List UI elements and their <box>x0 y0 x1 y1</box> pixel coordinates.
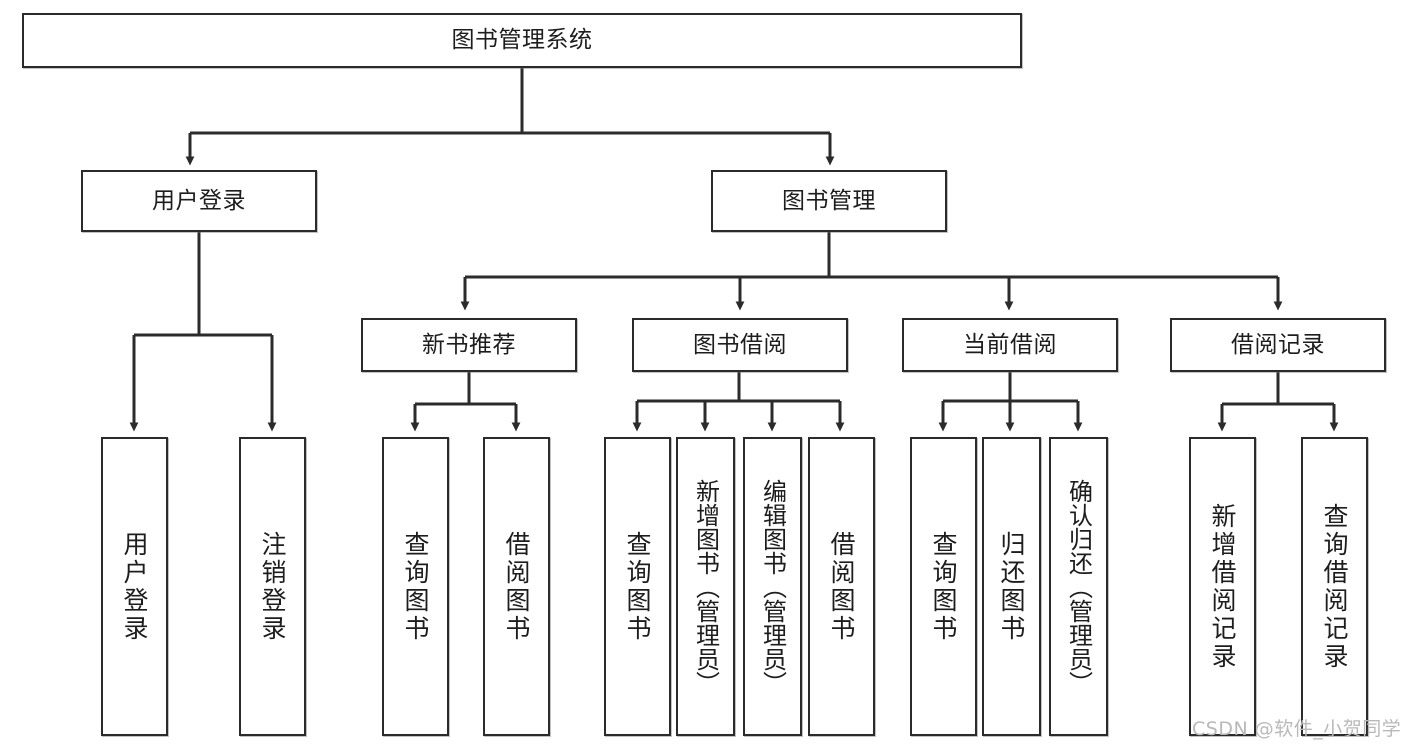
node-label: 归还图书 <box>997 530 1026 643</box>
node-root-system[interactable]: 图书管理系统 <box>22 13 1022 68</box>
leaf-borrow-book[interactable]: 借阅图书 <box>808 437 875 736</box>
node-label: 确认归还（管理员） <box>1064 478 1093 695</box>
node-label: 查询图书 <box>929 530 958 643</box>
node-user-login[interactable]: 用户登录 <box>81 170 317 232</box>
node-label: 编辑图书（管理员） <box>758 478 787 695</box>
leaf-query-borrow-record[interactable]: 查询借阅记录 <box>1301 437 1368 736</box>
node-label: 查询借阅记录 <box>1320 502 1349 671</box>
node-label: 借阅图书 <box>827 530 856 643</box>
node-label: 新增图书（管理员） <box>691 478 720 695</box>
leaf-add-borrow-record[interactable]: 新增借阅记录 <box>1189 437 1256 736</box>
leaf-confirm-return-admin[interactable]: 确认归还（管理员） <box>1049 437 1108 736</box>
node-label: 图书管理系统 <box>451 27 593 54</box>
leaf-logout[interactable]: 注销登录 <box>239 437 306 736</box>
csdn-watermark: CSDN @软件_小贺同学 <box>1192 718 1402 740</box>
node-label: 借阅记录 <box>1231 331 1325 358</box>
node-label: 查询图书 <box>401 530 430 643</box>
leaf-edit-book-admin[interactable]: 编辑图书（管理员） <box>743 437 802 736</box>
leaf-query-book-current[interactable]: 查询图书 <box>910 437 977 736</box>
node-label: 查询图书 <box>623 530 652 643</box>
node-label: 注销登录 <box>258 530 287 643</box>
node-label: 图书管理 <box>782 187 876 214</box>
leaf-add-book-admin[interactable]: 新增图书（管理员） <box>676 437 735 736</box>
node-book-borrow[interactable]: 图书借阅 <box>632 318 848 372</box>
node-borrow-records[interactable]: 借阅记录 <box>1170 318 1386 372</box>
leaf-query-book-newbook[interactable]: 查询图书 <box>382 437 449 736</box>
node-label: 图书借阅 <box>693 331 787 358</box>
leaf-query-book-borrow[interactable]: 查询图书 <box>604 437 671 736</box>
leaf-return-book[interactable]: 归还图书 <box>982 437 1041 736</box>
node-new-book-recommend[interactable]: 新书推荐 <box>361 318 577 372</box>
node-label: 新增借阅记录 <box>1208 502 1237 671</box>
node-label: 新书推荐 <box>422 331 516 358</box>
node-label: 当前借阅 <box>963 331 1057 358</box>
node-current-borrow[interactable]: 当前借阅 <box>902 318 1118 372</box>
node-label: 用户登录 <box>152 187 246 214</box>
node-label: 借阅图书 <box>502 530 531 643</box>
node-label: 用户登录 <box>120 530 149 643</box>
leaf-borrow-book-newbook[interactable]: 借阅图书 <box>483 437 550 736</box>
leaf-user-login[interactable]: 用户登录 <box>101 437 168 736</box>
node-book-management[interactable]: 图书管理 <box>711 170 947 232</box>
